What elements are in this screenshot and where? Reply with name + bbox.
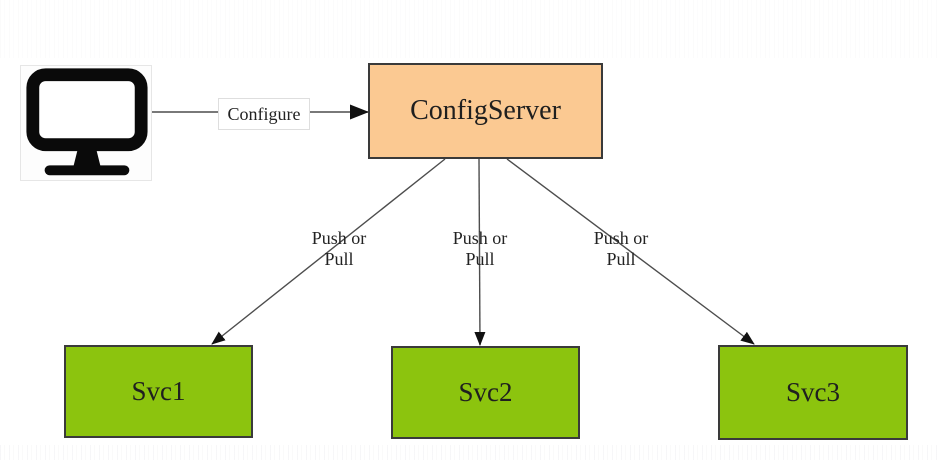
monitor-icon [26,68,148,176]
edge-label-configure: Configure [218,98,310,130]
svc1-node: Svc1 [64,345,253,438]
client-node [20,65,152,181]
svc1-label: Svc1 [131,376,186,406]
svc3-node: Svc3 [718,345,908,440]
svc3-label: Svc3 [786,377,840,407]
edge-label-push-pull-3: Push or Pull [593,228,649,269]
edge-push-pull-2-line [474,158,486,346]
edge-label-push-pull-2: Push or Pull [452,228,508,269]
svc2-node: Svc2 [391,346,580,439]
config-server-label: ConfigServer [410,95,561,126]
edge-label-push-pull-1: Push or Pull [311,228,367,269]
edge-push-pull-3-line [506,158,755,345]
edge-push-pull-1-line [211,158,446,345]
config-server-node: ConfigServer [368,63,603,159]
svc2-label: Svc2 [458,377,513,407]
